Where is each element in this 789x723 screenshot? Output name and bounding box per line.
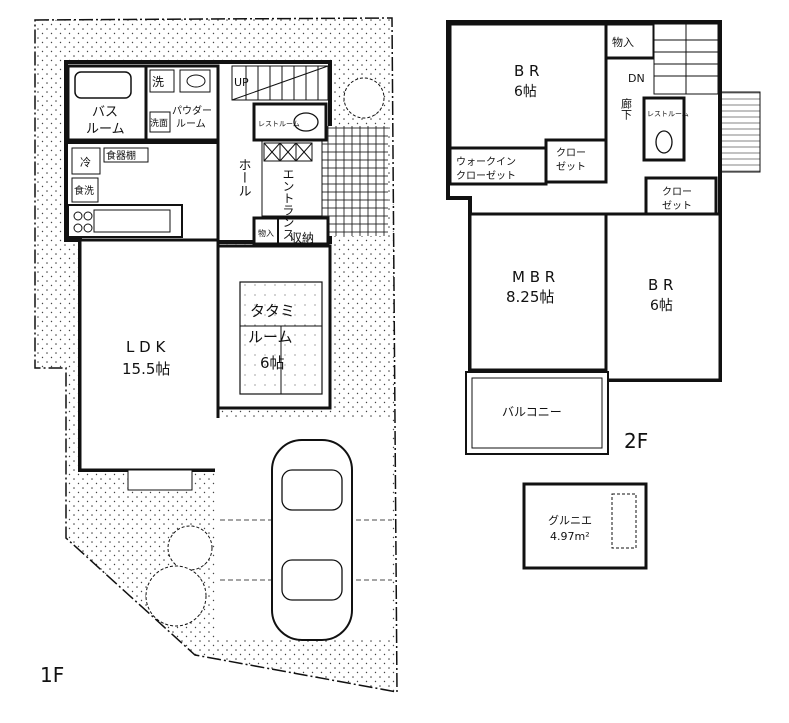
stair-2f — [653, 23, 719, 95]
tree-icons — [145, 77, 385, 627]
toilet-1f — [293, 112, 319, 132]
storage-small-label: 物入 — [258, 228, 274, 238]
storage-2f-label: 物入 — [612, 35, 634, 49]
floor1-label: 1F — [40, 663, 64, 687]
dn-label: DN — [628, 72, 645, 85]
br1-size-label: 6帖 — [514, 84, 537, 100]
parking-area — [215, 418, 392, 641]
floor2-label: 2F — [624, 429, 648, 453]
br2-room — [604, 212, 722, 382]
closet2-label-line2: ゼット — [662, 200, 692, 212]
cupboard-box — [103, 147, 149, 163]
closet1-label-line1: クロー — [556, 147, 586, 159]
floor-1: 洗 バス ルーム 洗面 パウダー ルーム UP レストルーム 食器棚 冷 食洗 … — [34, 17, 398, 693]
toilet-2f — [655, 130, 673, 154]
washing-machine — [149, 69, 175, 93]
balcony-label: バルコニー — [502, 405, 562, 419]
tatami-label-line2: ルーム — [248, 328, 293, 346]
restroom-1f-label: レストルーム — [258, 120, 300, 128]
closet2-label-line1: クロー — [662, 186, 692, 198]
washer-label: 洗面 — [150, 117, 168, 129]
stove-icon — [73, 211, 93, 233]
basin-bowl — [186, 74, 206, 88]
br2-name-label: B R — [648, 276, 673, 294]
corridor-label: 廊下 — [620, 97, 633, 121]
storage-closet — [252, 216, 330, 246]
hall-label: ホール — [236, 158, 251, 197]
cupboard-label: 食器棚 — [106, 149, 136, 162]
annex-grenier: グルニエ 4.97m² — [522, 482, 648, 570]
storage-2f — [604, 22, 656, 60]
br2-size-label: 6帖 — [650, 298, 673, 314]
br1-room — [448, 22, 608, 150]
fridge-label: 冷 — [80, 156, 91, 169]
shoe-cabinet — [263, 142, 313, 162]
washstand-box — [149, 111, 171, 133]
stair-1f — [231, 65, 329, 101]
dishwasher-box — [71, 177, 99, 203]
bathtub — [74, 71, 132, 99]
mbr-size-label: 8.25帖 — [506, 288, 554, 306]
restroom-2f-label: レストルーム — [647, 110, 689, 118]
entrance-tiles — [320, 126, 388, 236]
closet-2 — [644, 176, 718, 218]
ldk-size-label: 15.5帖 — [122, 360, 170, 378]
deck-area — [717, 91, 761, 173]
walk-in-closet — [448, 146, 548, 186]
dishwasher-label: 食洗 — [74, 184, 94, 197]
sink — [93, 209, 171, 233]
powder-label-line1: パウダー — [172, 104, 212, 117]
tatami-label-line1: タタミ — [250, 302, 295, 320]
entrance-label: エントランス — [281, 168, 295, 240]
closet-1 — [544, 138, 608, 184]
wic-label-line1: ウォークイン — [456, 156, 516, 168]
closet1-label-line2: ゼット — [556, 161, 586, 173]
grenier-name-label: グルニエ — [548, 513, 592, 527]
fridge-box — [71, 147, 101, 175]
storage-label: 収納 — [290, 231, 314, 245]
floor-2: B R 6帖 物入 DN 廊下 レストルーム ウォークイン クローゼット クロー… — [446, 20, 761, 455]
grenier-area-label: 4.97m² — [550, 530, 590, 543]
kitchen-partition — [66, 140, 218, 144]
tatami-size-label: 6帖 — [260, 354, 285, 372]
bath-label-line2: ルーム — [86, 122, 125, 137]
mbr-name-label: M B R — [512, 268, 555, 286]
mbr-room — [468, 212, 608, 372]
grenier-ladder — [611, 493, 637, 549]
up-label: UP — [234, 76, 249, 89]
wic-label-line2: クローゼット — [456, 170, 516, 182]
wash-label: 洗 — [152, 75, 164, 89]
powder-label-line2: ルーム — [176, 118, 206, 130]
balcony-inner — [471, 377, 603, 449]
br1-name-label: B R — [514, 62, 539, 80]
bath-label-line1: バス — [92, 105, 118, 120]
ldk-name-label: L D K — [126, 338, 166, 356]
ldk-window-step — [127, 469, 193, 491]
